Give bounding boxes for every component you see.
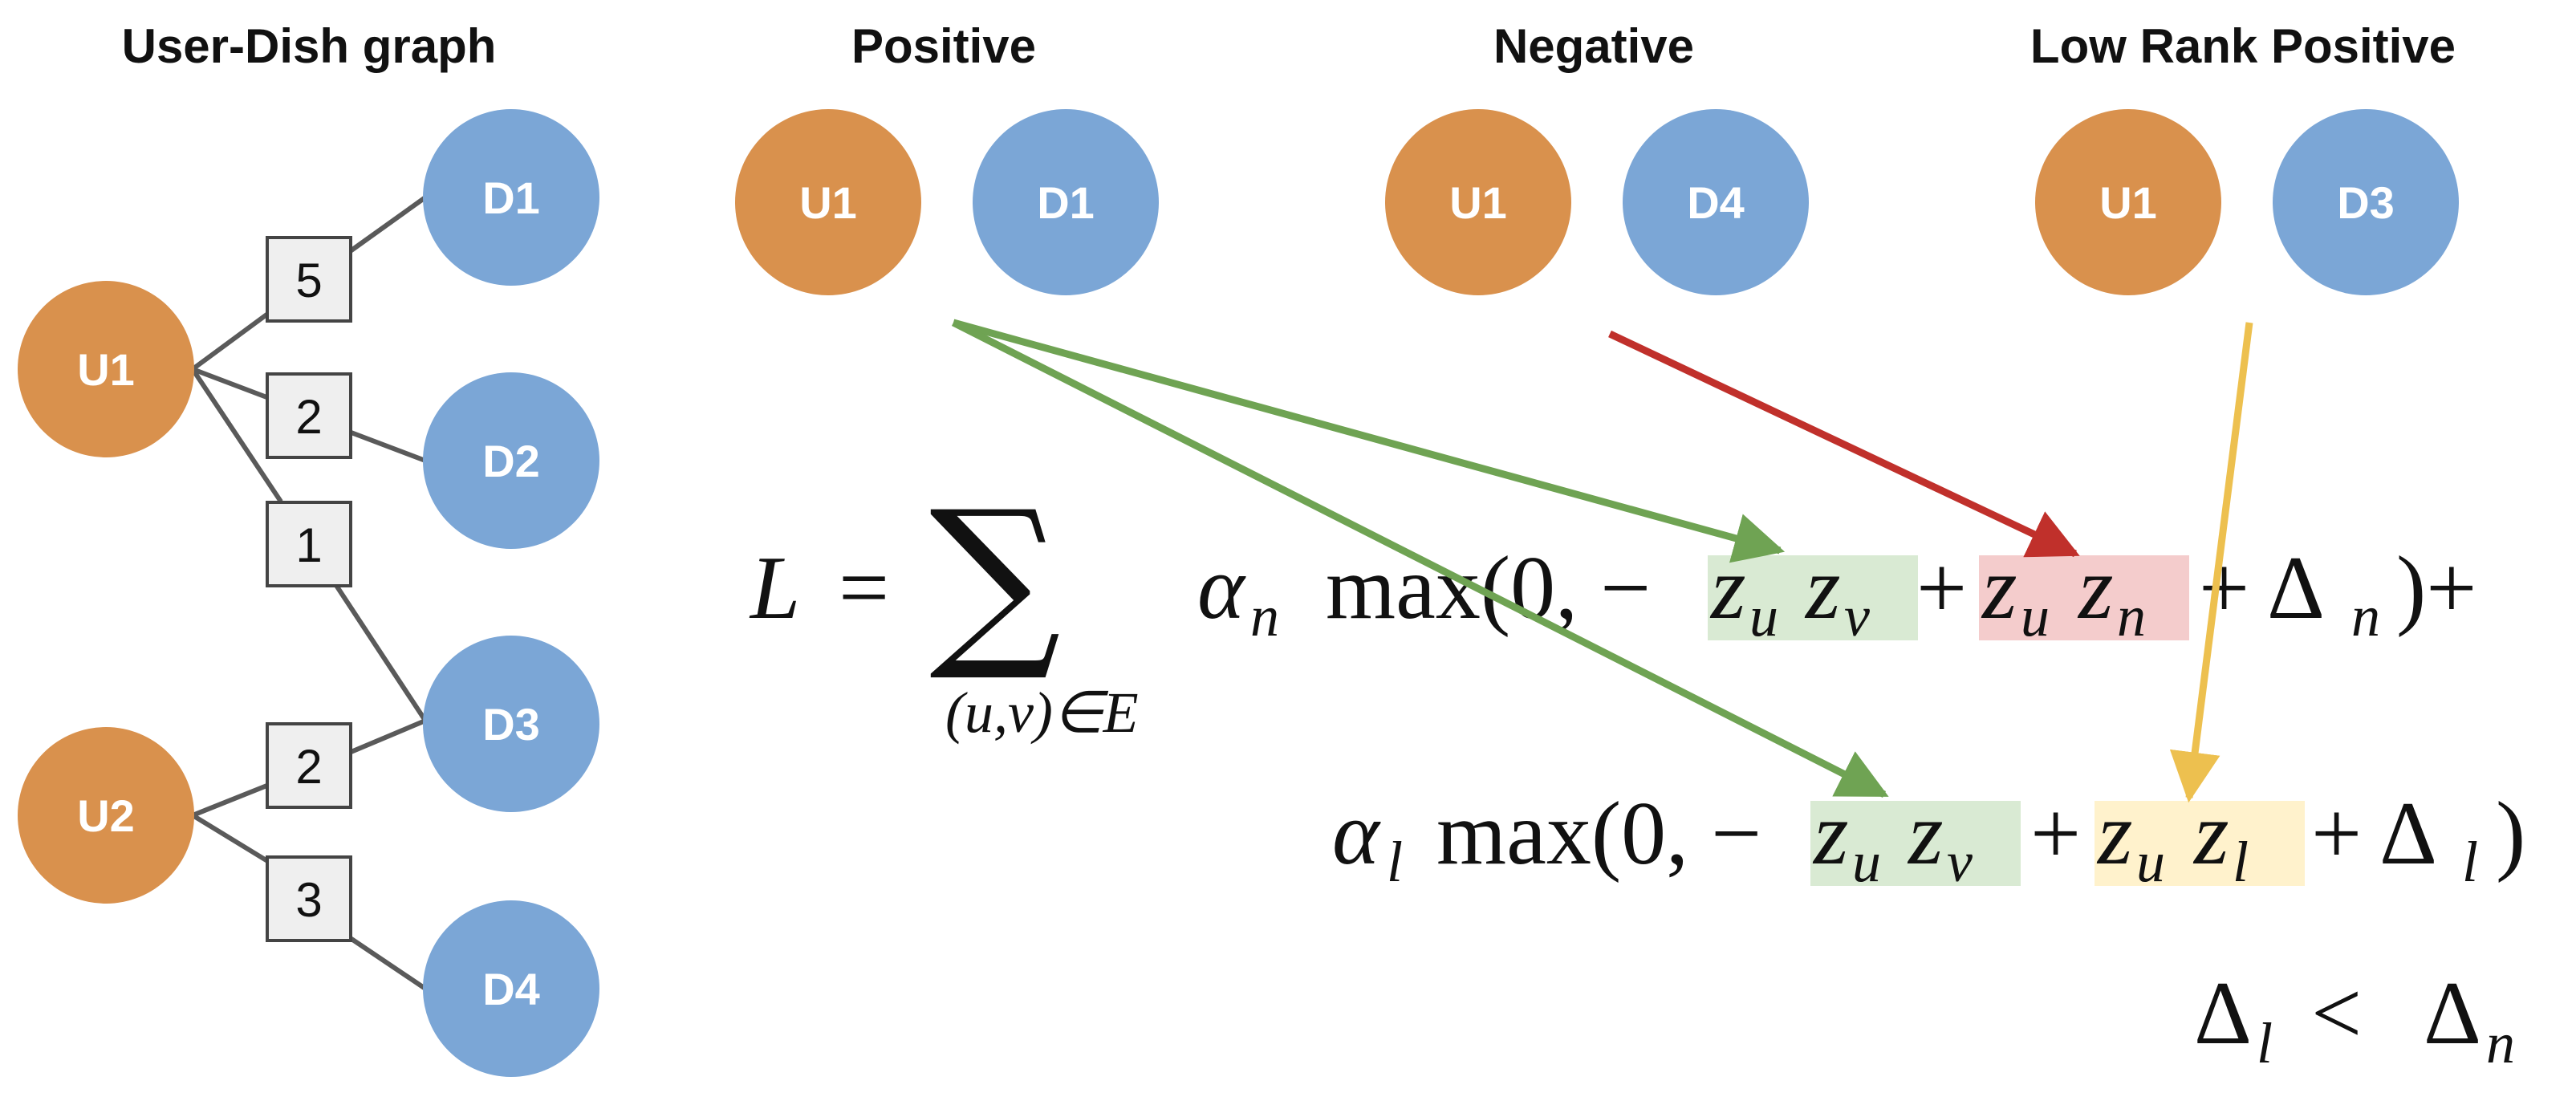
highlight-low-rank-line2 [2095, 801, 2305, 886]
highlight-positive-line2 [1810, 801, 2021, 886]
svg-text:D2: D2 [482, 436, 540, 486]
constraint-right-delta: Δ [2424, 964, 2481, 1063]
arrow-negative-to-line1 [1608, 330, 2080, 558]
svg-text:D4: D4 [482, 964, 540, 1014]
line2-delta-sub: l [2462, 830, 2478, 894]
pair-low-rank: U1 D3 [2035, 109, 2459, 295]
line1-delta-sub: n [2351, 584, 2380, 648]
line1-alpha-sub: n [1250, 584, 1279, 648]
pair-low-rank-user: U1 [2099, 177, 2157, 228]
line2-low-zl: z [2192, 784, 2229, 884]
pair-positive-dish: D1 [1037, 177, 1095, 228]
user-node-u1: U1 [18, 281, 194, 457]
line2-pos-zu-sub: u [1852, 830, 1881, 894]
pair-negative-user: U1 [1449, 177, 1507, 228]
line2-plus: + [2030, 784, 2081, 884]
highlight-negative-line1 [1979, 555, 2189, 640]
edge-u1-d3-b [333, 583, 428, 722]
svg-text:5: 5 [295, 254, 322, 307]
line2-delta: + Δ [2311, 784, 2437, 884]
dish-node-d3: D3 [423, 636, 599, 812]
dish-node-d2: D2 [423, 372, 599, 549]
pair-negative: U1 D4 [1385, 109, 1809, 295]
graph-edges [190, 195, 428, 991]
edge-u1-d3 [190, 368, 283, 503]
line1-pos-zu-sub: u [1749, 584, 1778, 648]
line2-low-zu-sub: u [2136, 830, 2165, 894]
weight-box-u2-d4: 3 [266, 855, 352, 942]
svg-text:U2: U2 [77, 790, 135, 841]
constraint-left-delta: Δ [2194, 964, 2252, 1063]
line1-neg-zn-sub: n [2117, 584, 2146, 648]
dish-node-d1: D1 [423, 109, 599, 286]
line1-neg-zn: z [2077, 538, 2114, 638]
arrows [951, 319, 2253, 803]
line1-neg-zu: z [1981, 538, 2017, 638]
line2-close: ) [2496, 784, 2525, 884]
edge-u1-d1 [191, 311, 270, 372]
constraint-less-than: < [2311, 964, 2362, 1063]
pair-positive: U1 D1 [735, 109, 1159, 295]
line2-pos-zv: z [1907, 784, 1944, 884]
title-low-rank-positive: Low Rank Positive [2030, 19, 2456, 73]
formula-lhs: L [749, 538, 800, 638]
line1-alpha: α [1197, 538, 1246, 638]
formula-sum-subscript: (u,v)∈E [945, 681, 1139, 745]
line2-low-zl-sub: l [2233, 830, 2249, 894]
line1-neg-zu-sub: u [2021, 584, 2050, 648]
dish-node-d4: D4 [423, 900, 599, 1077]
svg-text:U1: U1 [77, 344, 135, 395]
line2-alpha-sub: l [1387, 830, 1403, 894]
weight-box-u1-d2: 2 [266, 372, 352, 459]
edge-u1-d2-b [347, 429, 427, 463]
title-negative: Negative [1493, 19, 1694, 73]
formula-sum-symbol: ∑ [929, 472, 1061, 686]
edge-u2-d3 [191, 782, 270, 818]
svg-text:2: 2 [295, 390, 322, 444]
pair-positive-user: U1 [799, 177, 857, 228]
edge-u1-d2 [191, 367, 270, 400]
edge-u2-d4-b [347, 935, 427, 991]
line2-alpha: α [1332, 784, 1381, 884]
line2-low-zu: z [2096, 784, 2133, 884]
user-node-u2: U2 [18, 727, 194, 904]
arrow-positive-to-line2 [951, 319, 1889, 798]
pair-low-rank-dish: D3 [2337, 177, 2395, 228]
svg-text:2: 2 [295, 740, 322, 794]
line1-max: max(0, − [1326, 538, 1651, 638]
line1-plus: + [1916, 538, 1967, 638]
line2-pos-zu: z [1812, 784, 1849, 884]
edge-u2-d4 [191, 813, 270, 864]
pair-negative-dish: D4 [1687, 177, 1745, 228]
weight-box-u1-d3: 1 [266, 501, 352, 587]
title-user-dish-graph: User-Dish graph [122, 19, 497, 73]
constraint-left-sub: l [2257, 1011, 2273, 1075]
line1-close: )+ [2396, 538, 2476, 638]
highlight-positive-line1 [1708, 555, 1918, 640]
arrow-low-rank-to-line2 [2169, 322, 2253, 803]
line1-pos-zu: z [1709, 538, 1746, 638]
weight-box-u2-d3: 2 [266, 722, 352, 809]
weight-box-u1-d1: 5 [266, 236, 352, 323]
line1-pos-zv-sub: v [1844, 584, 1870, 648]
line2-max: max(0, − [1436, 784, 1761, 884]
formula-equals: = [839, 538, 889, 638]
svg-text:3: 3 [295, 873, 322, 927]
svg-text:1: 1 [295, 518, 322, 572]
svg-text:D3: D3 [482, 699, 540, 750]
loss-formula: L = ∑ (u,v)∈E α n max(0, − z u z v + z u… [749, 472, 2525, 1075]
user-dish-graph: 5 2 1 2 3 U1 U2 D1 [18, 109, 599, 1077]
svg-text:D1: D1 [482, 173, 540, 223]
line2-pos-zv-sub: v [1947, 830, 1973, 894]
line1-pos-zv: z [1804, 538, 1841, 638]
edge-u1-d1-b [347, 195, 427, 254]
edge-u2-d3-b [347, 718, 427, 755]
title-positive: Positive [851, 19, 1036, 73]
constraint-right-sub: n [2486, 1011, 2515, 1075]
arrow-positive-to-line1 [952, 319, 1786, 563]
